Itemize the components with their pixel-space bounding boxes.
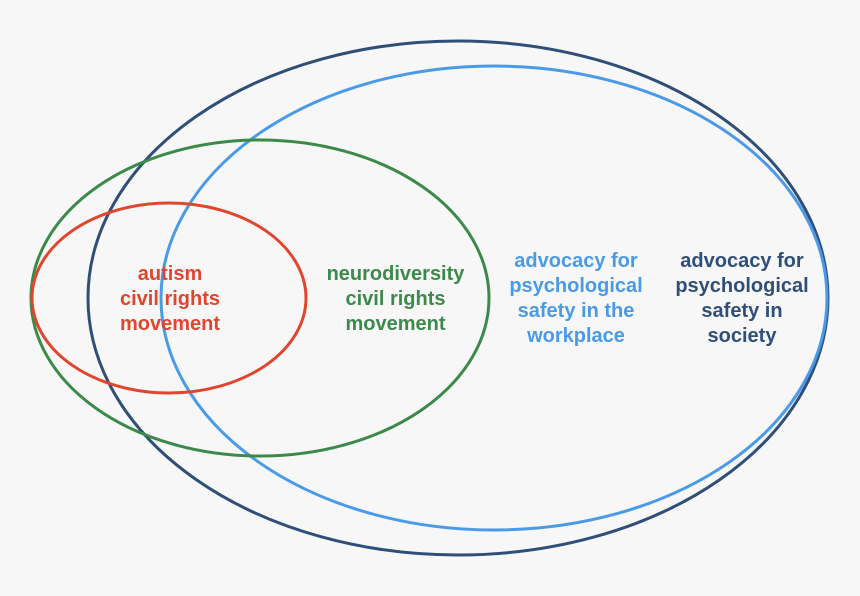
autism-label-line: movement xyxy=(119,313,221,335)
society-label-line: advocacy for xyxy=(680,250,804,272)
society-label-line: safety in xyxy=(701,300,783,322)
autism-ellipse xyxy=(30,201,308,395)
neurodiversity-label-line: neurodiversity xyxy=(326,263,465,285)
autism-label-line: civil rights xyxy=(119,288,221,310)
workplace-label-line: workplace xyxy=(527,325,625,347)
workplace-label-line: advocacy for xyxy=(514,250,638,272)
autism-label-line: autism xyxy=(137,263,203,285)
society-label-line: society xyxy=(707,325,777,347)
workplace-ellipse xyxy=(159,64,829,532)
society-label: advocacy for psychological safety in soc… xyxy=(658,249,826,349)
society-label-line: psychological xyxy=(675,275,809,297)
workplace-label-line: psychological xyxy=(509,275,643,297)
workplace-label: advocacy for psychological safety in the… xyxy=(492,249,660,349)
autism-label: autism civil rights movement xyxy=(100,262,240,337)
neurodiversity-label-line: movement xyxy=(345,313,446,335)
workplace-label-line: safety in the xyxy=(517,300,635,322)
neurodiversity-label: neurodiversity civil rights movement xyxy=(308,262,483,337)
neurodiversity-label-line: civil rights xyxy=(345,288,446,310)
